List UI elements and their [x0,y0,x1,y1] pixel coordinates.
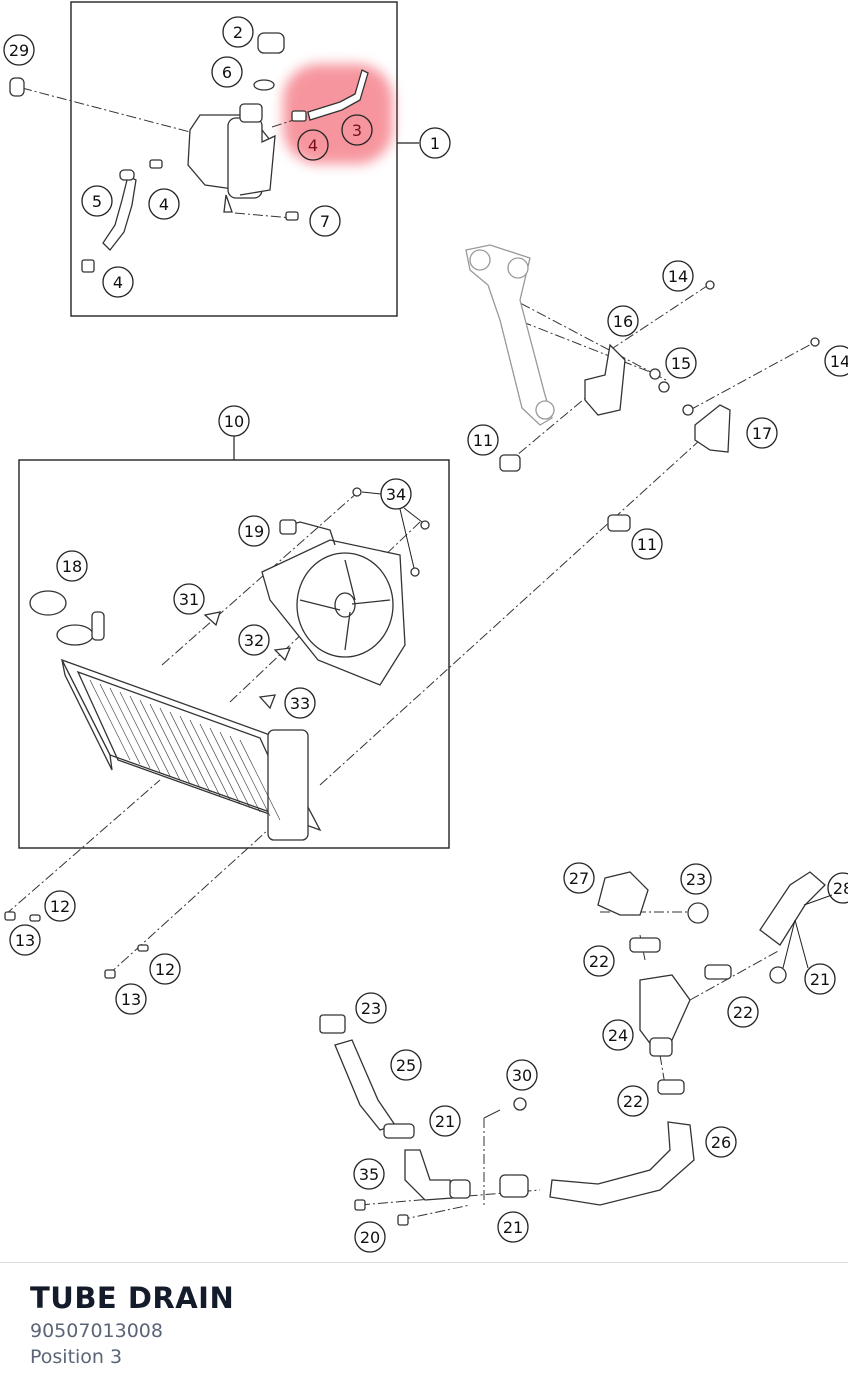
callout-label: 32 [244,631,264,650]
callout-circle-7[interactable] [309,205,341,237]
callout-label: 17 [752,424,772,443]
callout-circle-30[interactable] [506,1059,538,1091]
callout-circle-4c[interactable] [102,266,134,298]
callout-circle-4b[interactable] [148,188,180,220]
callout-label: 14 [830,352,848,371]
callout-label: 21 [503,1218,523,1237]
callout-circle-5[interactable] [81,185,113,217]
callout-label: 5 [92,192,102,211]
part-name: TUBE DRAIN [30,1281,235,1315]
callout-circle-21a[interactable] [804,963,836,995]
callout-circle-17[interactable] [746,417,778,449]
callout-circle-21b[interactable] [429,1105,461,1137]
callout-label: 34 [386,485,406,504]
callout-circle-11b[interactable] [631,528,663,560]
callout-circle-21c[interactable] [497,1211,529,1243]
callout-label: 23 [361,999,381,1018]
callout-label: 14 [668,267,688,286]
callout-label: 35 [359,1165,379,1184]
callout-circle-12b[interactable] [149,953,181,985]
callout-label: 28 [833,879,848,898]
callout-label-selected: 3 [352,121,362,140]
callout-label: 12 [155,960,175,979]
callout-circle-10[interactable] [218,405,250,437]
part-info-panel: TUBE DRAIN 90507013008 Position 3 [0,1262,848,1391]
callout-circle-22a[interactable] [583,945,615,977]
callout-circle-16[interactable] [607,305,639,337]
callout-label: 21 [435,1112,455,1131]
radiator [4,590,322,979]
callout-circle-6[interactable] [211,56,243,88]
callout-circle-22c[interactable] [617,1085,649,1117]
callout-label: 18 [62,557,82,576]
callout-label: 16 [613,312,633,331]
callout-circle-11a[interactable] [467,424,499,456]
callout-label: 30 [512,1066,532,1085]
callout-label: 31 [179,590,199,609]
callout-label: 11 [637,535,657,554]
callout-label: 25 [396,1056,416,1075]
callout-circle-13b[interactable] [115,983,147,1015]
callout-label-selected: 4 [308,136,318,155]
callout-circle-14a[interactable] [662,260,694,292]
callout-label: 7 [320,212,330,231]
callout-circle-25[interactable] [390,1049,422,1081]
callout-label: 29 [9,41,29,60]
callout-circle-14b[interactable] [824,345,848,377]
callout-label: 1 [430,134,440,153]
callout-label: 2 [233,23,243,42]
callout-circle-28[interactable] [827,872,848,904]
callout-label: 6 [222,63,232,82]
callout-label: 4 [159,195,169,214]
callout-circle-4a[interactable] [297,129,329,161]
parts-exploded-diagram: 29 2 6 3 4 1 5 4 7 4 14 16 15 14 10 17 1… [3,1,848,1253]
mounting-bracket-assembly [465,244,555,426]
callout-circle-23b[interactable] [355,992,387,1024]
callout-circle-2[interactable] [222,16,254,48]
callout-circle-23a[interactable] [680,863,712,895]
part-number: 90507013008 [30,1320,163,1342]
callout-label: 22 [623,1092,643,1111]
callout-label: 22 [733,1003,753,1022]
callout-label: 13 [15,931,35,950]
callout-label: 24 [608,1026,628,1045]
callout-circle-35[interactable] [353,1158,385,1190]
callout-label: 22 [589,952,609,971]
coolant-hoses [319,871,826,1226]
callout-label: 21 [810,970,830,989]
callout-label: 20 [360,1228,380,1247]
callout-circle-22b[interactable] [727,996,759,1028]
callout-label: 15 [671,354,691,373]
callout-label: 19 [244,522,264,541]
expansion-tank-assembly [9,32,369,273]
callout-label: 23 [686,870,706,889]
callout-circle-27[interactable] [563,862,595,894]
part-position: Position 3 [30,1346,123,1368]
fan-shroud [261,487,430,686]
callout-circle-18[interactable] [56,550,88,582]
callout-label: 27 [569,869,589,888]
callout-circle-29[interactable] [3,34,35,66]
callout-label: 33 [290,694,310,713]
callout-circle-20[interactable] [354,1221,386,1253]
callout-circle-33[interactable] [284,687,316,719]
callout-circle-12a[interactable] [44,890,76,922]
callout-circle-1[interactable] [419,127,451,159]
callout-label: 26 [711,1133,731,1152]
callout-circle-26[interactable] [705,1126,737,1158]
callout-label: 13 [121,990,141,1009]
selected-part-highlight [283,64,393,164]
callout-circle-3[interactable] [341,114,373,146]
callout-circle-13a[interactable] [9,924,41,956]
callout-circle-15[interactable] [665,347,697,379]
callout-circle-24[interactable] [602,1019,634,1051]
callout-label: 4 [113,273,123,292]
callout-circle-31[interactable] [173,583,205,615]
callout-circle-32[interactable] [238,624,270,656]
callout-label: 11 [473,431,493,450]
expansion-tank-group-frame [70,1,398,317]
callout-circle-19[interactable] [238,515,270,547]
callout-label: 10 [224,412,244,431]
callout-label: 12 [50,897,70,916]
